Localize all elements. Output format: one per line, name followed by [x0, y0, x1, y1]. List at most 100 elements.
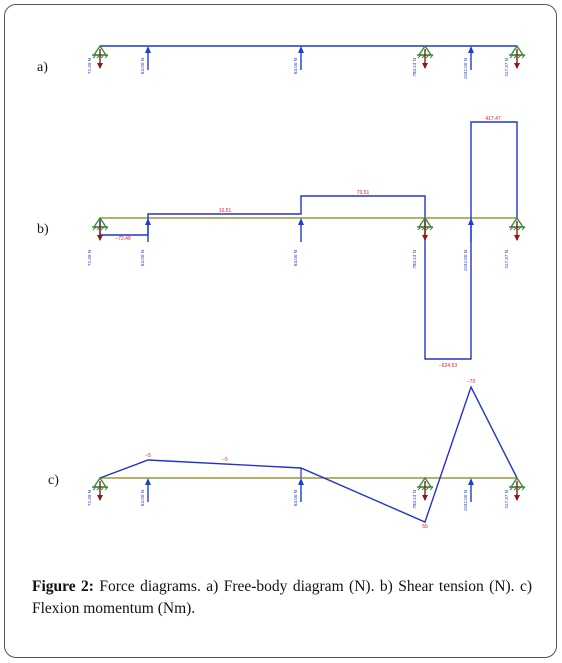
force-diagrams: 72.49 N 63.00 N 63.00 N 780.24 N 1042.00 N 41…: [87, 44, 526, 530]
panel-c-load-1-arrow-head: [145, 478, 151, 485]
panel-a-load-1-arrow: [145, 46, 151, 70]
panel-c-load-2-arrow: [298, 478, 304, 502]
panel-c-moment-line: [99, 385, 518, 523]
panel-c-support-right-hatch: [521, 486, 526, 491]
panel-a-load-2-arrow: [298, 46, 304, 70]
panel-c-support-mid-reaction-head: [422, 495, 428, 501]
panel-c-force-label-load-1: 63.00 N: [140, 490, 145, 506]
panel-c-support-right: [509, 476, 526, 501]
panel-c-load-2-arrow-head: [298, 478, 304, 485]
panel-b-support-left: [92, 216, 109, 241]
panel-a-force-label-support-mid: 780.24 N: [412, 58, 417, 77]
caption-label: Figure 2:: [32, 578, 94, 595]
panel-b-support-left-reaction-head: [97, 235, 103, 241]
panel-a-support-mid-reaction-head: [422, 63, 428, 69]
panel-c-support-mid-hatch: [417, 486, 422, 491]
panel-a-support-left-hatch: [92, 54, 97, 59]
panel-c-moment-value: 55: [422, 524, 428, 530]
panel-b-shear-line: [99, 121, 518, 360]
panel-c-moment-value: −70: [467, 379, 476, 385]
panel-c-load-3-arrow: [468, 478, 474, 502]
panel-b-support-mid: [417, 216, 434, 241]
panel-a-load-3-arrow-head: [468, 46, 474, 53]
panel-label-a: a): [37, 60, 48, 75]
panel-c-support-mid: [417, 476, 434, 501]
panel-label-b: b): [37, 222, 49, 237]
panel-a-load-3-arrow: [468, 46, 474, 70]
panel-b-support-left-hatch: [104, 226, 109, 231]
panel-c-support-left-reaction-head: [97, 495, 103, 501]
panel-a-force-label-load-3: 1042.00 N: [463, 58, 468, 79]
panel-b-shear-value: 73.51: [357, 190, 370, 196]
panel-c-load-1-arrow: [145, 478, 151, 502]
panel-b-force-label-support-left: 72.49 N: [87, 250, 92, 266]
panel-a-support-right-hatch: [509, 54, 514, 59]
panel-c-support-mid-hatch: [429, 486, 434, 491]
panel-b-support-mid-reaction-head: [422, 235, 428, 241]
panel-c-support-left-hatch: [92, 486, 97, 491]
panel-b-support-right-hatch: [517, 226, 522, 231]
panel-b-shear-value: 417.47: [485, 116, 501, 122]
panel-c-support-mid-hatch: [425, 486, 430, 491]
figure-frame: [4, 4, 557, 658]
panel-c-force-label-load-3: 1042.00 N: [463, 490, 468, 511]
panel-a-support-mid-hatch: [429, 54, 434, 59]
panel-label-c: c): [48, 473, 59, 488]
panel-b-load-1-arrow: [145, 218, 151, 242]
panel-b-shear-value: −624.53: [439, 363, 457, 369]
panel-c-support-right-hatch: [517, 486, 522, 491]
panel-b-support-mid-hatch: [425, 226, 430, 231]
panel-b-load-2-arrow-head: [298, 218, 304, 225]
panel-a-support-left: [92, 44, 109, 69]
panel-a-force-label-support-right: 417.47 N: [504, 58, 509, 77]
panel-c-moment-value: −5: [222, 457, 228, 463]
panel-c-force-label-load-2: 63.00 N: [293, 490, 298, 506]
panel-a-force-label-load-2: 63.00 N: [293, 58, 298, 74]
panel-b-force-label-support-mid: 780.24 N: [412, 250, 417, 269]
panel-b-force-label-load-2: 63.00 N: [293, 250, 298, 266]
panel-b-load-3-arrow: [468, 218, 474, 242]
panel-b-support-right-hatch: [509, 226, 514, 231]
panel-a-support-right-reaction-head: [514, 63, 520, 69]
panel-b-force-label-load-1: 63.00 N: [140, 250, 145, 266]
panel-c-support-left: [92, 476, 109, 501]
panel-b-shear-value: −72.49: [115, 236, 131, 242]
panel-a-support-mid-hatch: [417, 54, 422, 59]
panel-a-force-label-load-1: 63.00 N: [140, 58, 145, 74]
panel-b-load-2-arrow: [298, 218, 304, 242]
panel-c-support-right-reaction-head: [514, 495, 520, 501]
panel-b-support-left-hatch: [92, 226, 97, 231]
panel-c-support-right-hatch: [509, 486, 514, 491]
figure-caption: Figure 2: Force diagrams. a) Free-body d…: [32, 576, 532, 620]
caption-text: Force diagrams. a) Free-body diagram (N)…: [32, 578, 532, 617]
panel-a-support-mid-hatch: [425, 54, 430, 59]
panel-a-load-2-arrow-head: [298, 46, 304, 53]
panel-b-support-left-hatch: [100, 226, 105, 231]
panel-c-force-label-support-mid: 780.24 N: [412, 490, 417, 509]
panel-a-support-left-reaction-head: [97, 63, 103, 69]
panel-b-support-mid-hatch: [429, 226, 434, 231]
panel-a-force-label-support-left: 72.49 N: [87, 58, 92, 74]
panel-b-support-mid-hatch: [417, 226, 422, 231]
panel-a-support-right-hatch: [517, 54, 522, 59]
panel-b-force-label-load-3: 1042.00 N: [463, 250, 468, 271]
panel-c-force-label-support-right: 417.47 N: [504, 490, 509, 509]
panel-a-support-mid: [417, 44, 434, 69]
panel-a-support-left-hatch: [100, 54, 105, 59]
panel-a-support-left-hatch: [104, 54, 109, 59]
panel-a-load-1-arrow-head: [145, 46, 151, 53]
panel-b-support-right-reaction-head: [514, 235, 520, 241]
panel-c-load-3-arrow-head: [468, 478, 474, 485]
panel-a-support-right-hatch: [521, 54, 526, 59]
panel-b-load-3-arrow-head: [468, 218, 474, 225]
panel-b-load-1-arrow-head: [145, 218, 151, 225]
panel-c-support-left-hatch: [100, 486, 105, 491]
panel-c-force-label-support-left: 72.49 N: [87, 490, 92, 506]
panel-a-support-right: [509, 44, 526, 69]
panel-b-support-right-hatch: [521, 226, 526, 231]
panel-b-support-right: [509, 216, 526, 241]
panel-c-support-left-hatch: [104, 486, 109, 491]
panel-c-moment-value: −5: [145, 453, 151, 459]
panel-b-force-label-support-right: 417.47 N: [504, 250, 509, 269]
panel-b-shear-value: 10.51: [219, 208, 232, 214]
